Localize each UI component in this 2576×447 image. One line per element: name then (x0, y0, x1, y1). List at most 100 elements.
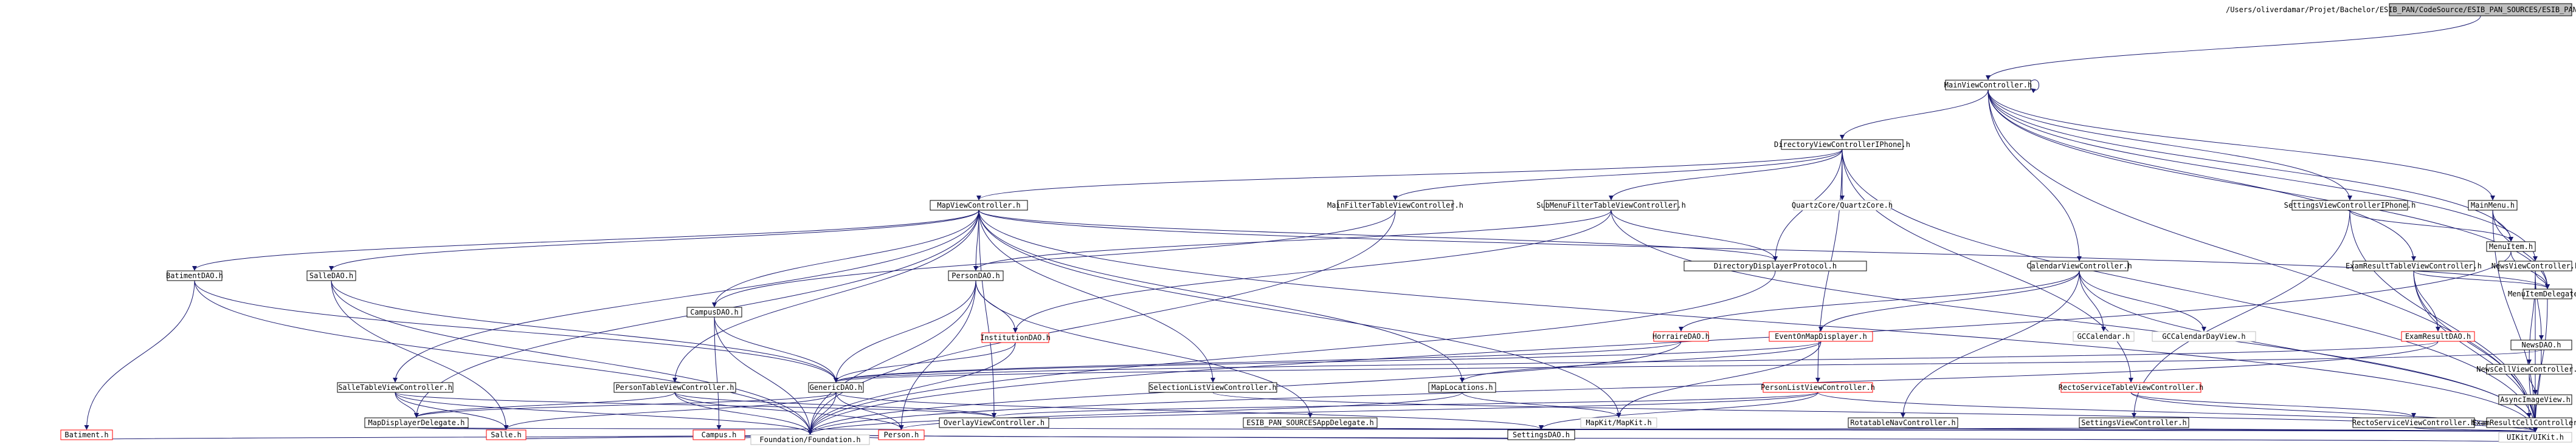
graph-node-newsvc[interactable]: NewsViewController.h (2491, 261, 2576, 271)
graph-node-campusdao[interactable]: CampusDAO.h (686, 307, 742, 318)
graph-node-batimenth[interactable]: Batiment.h (60, 429, 113, 440)
graph-node-examcell[interactable]: ExamResultCellController.h (2472, 417, 2576, 428)
node-box (486, 429, 527, 440)
edge-dirvc-to-mapvc (976, 149, 1843, 200)
graph-node-newsdao[interactable]: NewsDAO.h (2510, 340, 2572, 350)
graph-node-appdel[interactable]: ESIB_PAN_SOURCESAppDelegate.h (1243, 417, 1378, 428)
node-label: MenuItemDelegate.h (2508, 290, 2576, 298)
node-label: NewsCellViewController.h (2476, 365, 2576, 374)
node-box (2073, 331, 2135, 342)
graph-node-settingsvc[interactable]: SettingsViewController.h (2079, 417, 2189, 428)
graph-node-overlayvc[interactable]: OverlayViewController.h (939, 417, 1049, 428)
graph-node-newscell[interactable]: NewsCellViewController.h (2476, 364, 2576, 375)
graph-node-menuitemdel[interactable]: MenuItemDelegate.h (2508, 288, 2576, 299)
edge-mapvc-to-salletvc (393, 210, 979, 383)
edge-persontvc-to-foundation (674, 392, 813, 435)
graph-node-settingsdao[interactable]: SettingsDAO.h (1507, 429, 1575, 440)
graph-node-mapdispdel[interactable]: MapDisplayerDelegate.h (364, 417, 469, 428)
graph-node-maploc[interactable]: MapLocations.h (1428, 382, 1496, 393)
graph-node-salleh[interactable]: Salle.h (486, 429, 527, 440)
graph-node-dirvc[interactable]: DirectoryViewControllerIPhone.h (1774, 139, 1910, 150)
graph-node-foundation[interactable]: Foundation/Foundation.h (750, 434, 870, 445)
node-label: QuartzCore/QuartzCore.h (1792, 201, 1893, 210)
edge-mainvc-to-mainvc (2030, 80, 2040, 94)
graph-node-salletvc[interactable]: SalleTableViewController.h (337, 382, 454, 393)
node-label: SettingsViewController.h (2081, 418, 2186, 427)
edge-mainvc-to-dirvc (1840, 89, 1989, 140)
graph-node-gccal[interactable]: GCCalendar.h (2073, 331, 2135, 342)
graph-node-batiment[interactable]: BatimentDAO.h (166, 270, 223, 281)
node-label: RectoServiceTableViewController.h (2059, 383, 2203, 392)
node-label: MenuItem.h (2489, 242, 2533, 251)
graph-node-sellistvc[interactable]: SelectionListViewController.h (1148, 382, 1277, 393)
node-label: InstitutionDAO.h (980, 333, 1051, 342)
node-label: SalleDAO.h (309, 271, 353, 280)
graph-node-campush[interactable]: Campus.h (692, 429, 745, 440)
graph-node-institution[interactable]: InstitutionDAO.h (980, 332, 1051, 343)
node-label: /Users/oliverdamar/Projet/Bachelor/ESIB_… (2226, 5, 2576, 14)
graph-node-menuitem[interactable]: MenuItem.h (2486, 241, 2536, 252)
edge-genericdao-to-mapdispdel (414, 392, 837, 418)
graph-node-root[interactable]: /Users/oliverdamar/Projet/Bachelor/ESIB_… (2226, 3, 2576, 16)
graph-node-submenu[interactable]: SubMenuFilterTableViewController.h (1536, 200, 1686, 211)
graph-node-mainmenu[interactable]: MainMenu.h (2468, 200, 2518, 211)
edge-genericdao-to-foundation (807, 392, 837, 435)
graph-node-persontvc[interactable]: PersonTableViewController.h (613, 382, 736, 393)
node-box (1848, 417, 1958, 428)
edge-mapvc-to-sellistvc (978, 210, 1215, 383)
graph-node-persondao[interactable]: PersonDAO.h (948, 270, 1004, 281)
edge-persondao-to-genericdao (834, 280, 976, 383)
node-box (808, 382, 864, 393)
graph-node-rectotvc[interactable]: RectoServiceTableViewController.h (2059, 382, 2203, 393)
edge-mapvc-to-overlayvc (978, 210, 996, 418)
node-box (1781, 139, 1904, 150)
graph-node-rectovc[interactable]: RectoServiceViewController.h (2352, 417, 2475, 428)
graph-node-uikit[interactable]: UIKit/UIKit.h (2498, 432, 2572, 443)
edge-persontvc-to-mapdispdel (414, 392, 675, 418)
edge-mainmenu-to-menuitem (2492, 210, 2513, 242)
graph-node-settingsvci[interactable]: SettingsViewControllerIPhone.h (2284, 200, 2416, 211)
graph-node-examrestvc[interactable]: ExamResultTableViewController.h (2346, 261, 2482, 271)
edge-settingsvci-to-menuitem (2349, 210, 2513, 242)
edge-campusdao-to-genericdao (714, 316, 838, 383)
node-box (60, 429, 113, 440)
graph-node-eventonmap[interactable]: EventOnMapDisplayer.h (1769, 331, 1873, 342)
graph-node-mapvc[interactable]: MapViewController.h (930, 200, 1028, 211)
node-box (2486, 417, 2572, 428)
graph-node-mainfilter[interactable]: MainFilterTableViewController.h (1327, 200, 1463, 211)
node-label: RotatableNavController.h (1850, 418, 1955, 427)
edge-settingsvc-to-uikit (2133, 427, 2537, 432)
edge-root-to-mainvc (1986, 15, 2481, 80)
graph-node-dirdispproto[interactable]: DirectoryDisplayerProtocol.h (1683, 261, 1867, 271)
node-box (948, 270, 1004, 281)
edge-calendarvc-to-rotatable (1901, 270, 2080, 418)
graph-node-mapkit[interactable]: MapKit/MapKit.h (1580, 417, 1657, 428)
edge-salletvc-to-salleh (395, 392, 509, 430)
graph-node-examres[interactable]: ExamResultDAO.h (2401, 331, 2475, 342)
edge-institution-to-genericdao (834, 342, 1016, 383)
graph-node-horraire[interactable]: HorraireDAO.h (1652, 331, 1710, 342)
graph-node-salledao[interactable]: SalleDAO.h (306, 270, 356, 281)
graph-node-asyncimg[interactable]: AsyncImageView.h (2498, 394, 2572, 405)
node-label: GCCalendar.h (2077, 332, 2130, 341)
graph-node-calendarvc[interactable]: CalendarViewController.h (2026, 261, 2132, 271)
graph-node-personh[interactable]: Person.h (878, 429, 925, 440)
node-label: DirectoryViewControllerIPhone.h (1774, 140, 1910, 149)
node-label: SubMenuFilterTableViewController.h (1536, 201, 1686, 210)
node-box (2352, 417, 2475, 428)
graph-node-personlistvc[interactable]: PersonListViewController.h (1761, 382, 1875, 393)
graph-node-gccalday[interactable]: GCCalendarDayView.h (2152, 331, 2256, 342)
node-box (1580, 417, 1657, 428)
graph-node-rotatable[interactable]: RotatableNavController.h (1848, 417, 1958, 428)
edge-settingsvci-to-uikit (2349, 210, 2538, 432)
edge-persondao-to-personh (899, 280, 976, 430)
graph-node-mainvc[interactable]: MainViewController.h (1944, 80, 2032, 90)
edge-persondao-to-institution (975, 280, 1018, 333)
graph-node-genericdao[interactable]: GenericDAO.h (808, 382, 864, 393)
node-label: SettingsDAO.h (1513, 431, 1570, 439)
node-label: CalendarViewController.h (2026, 262, 2132, 270)
node-label: ExamResultCellController.h (2472, 418, 2576, 427)
graph-node-quartzcore[interactable]: QuartzCore/QuartzCore.h (1792, 200, 1893, 211)
node-box (939, 417, 1049, 428)
node-box (1337, 200, 1454, 211)
